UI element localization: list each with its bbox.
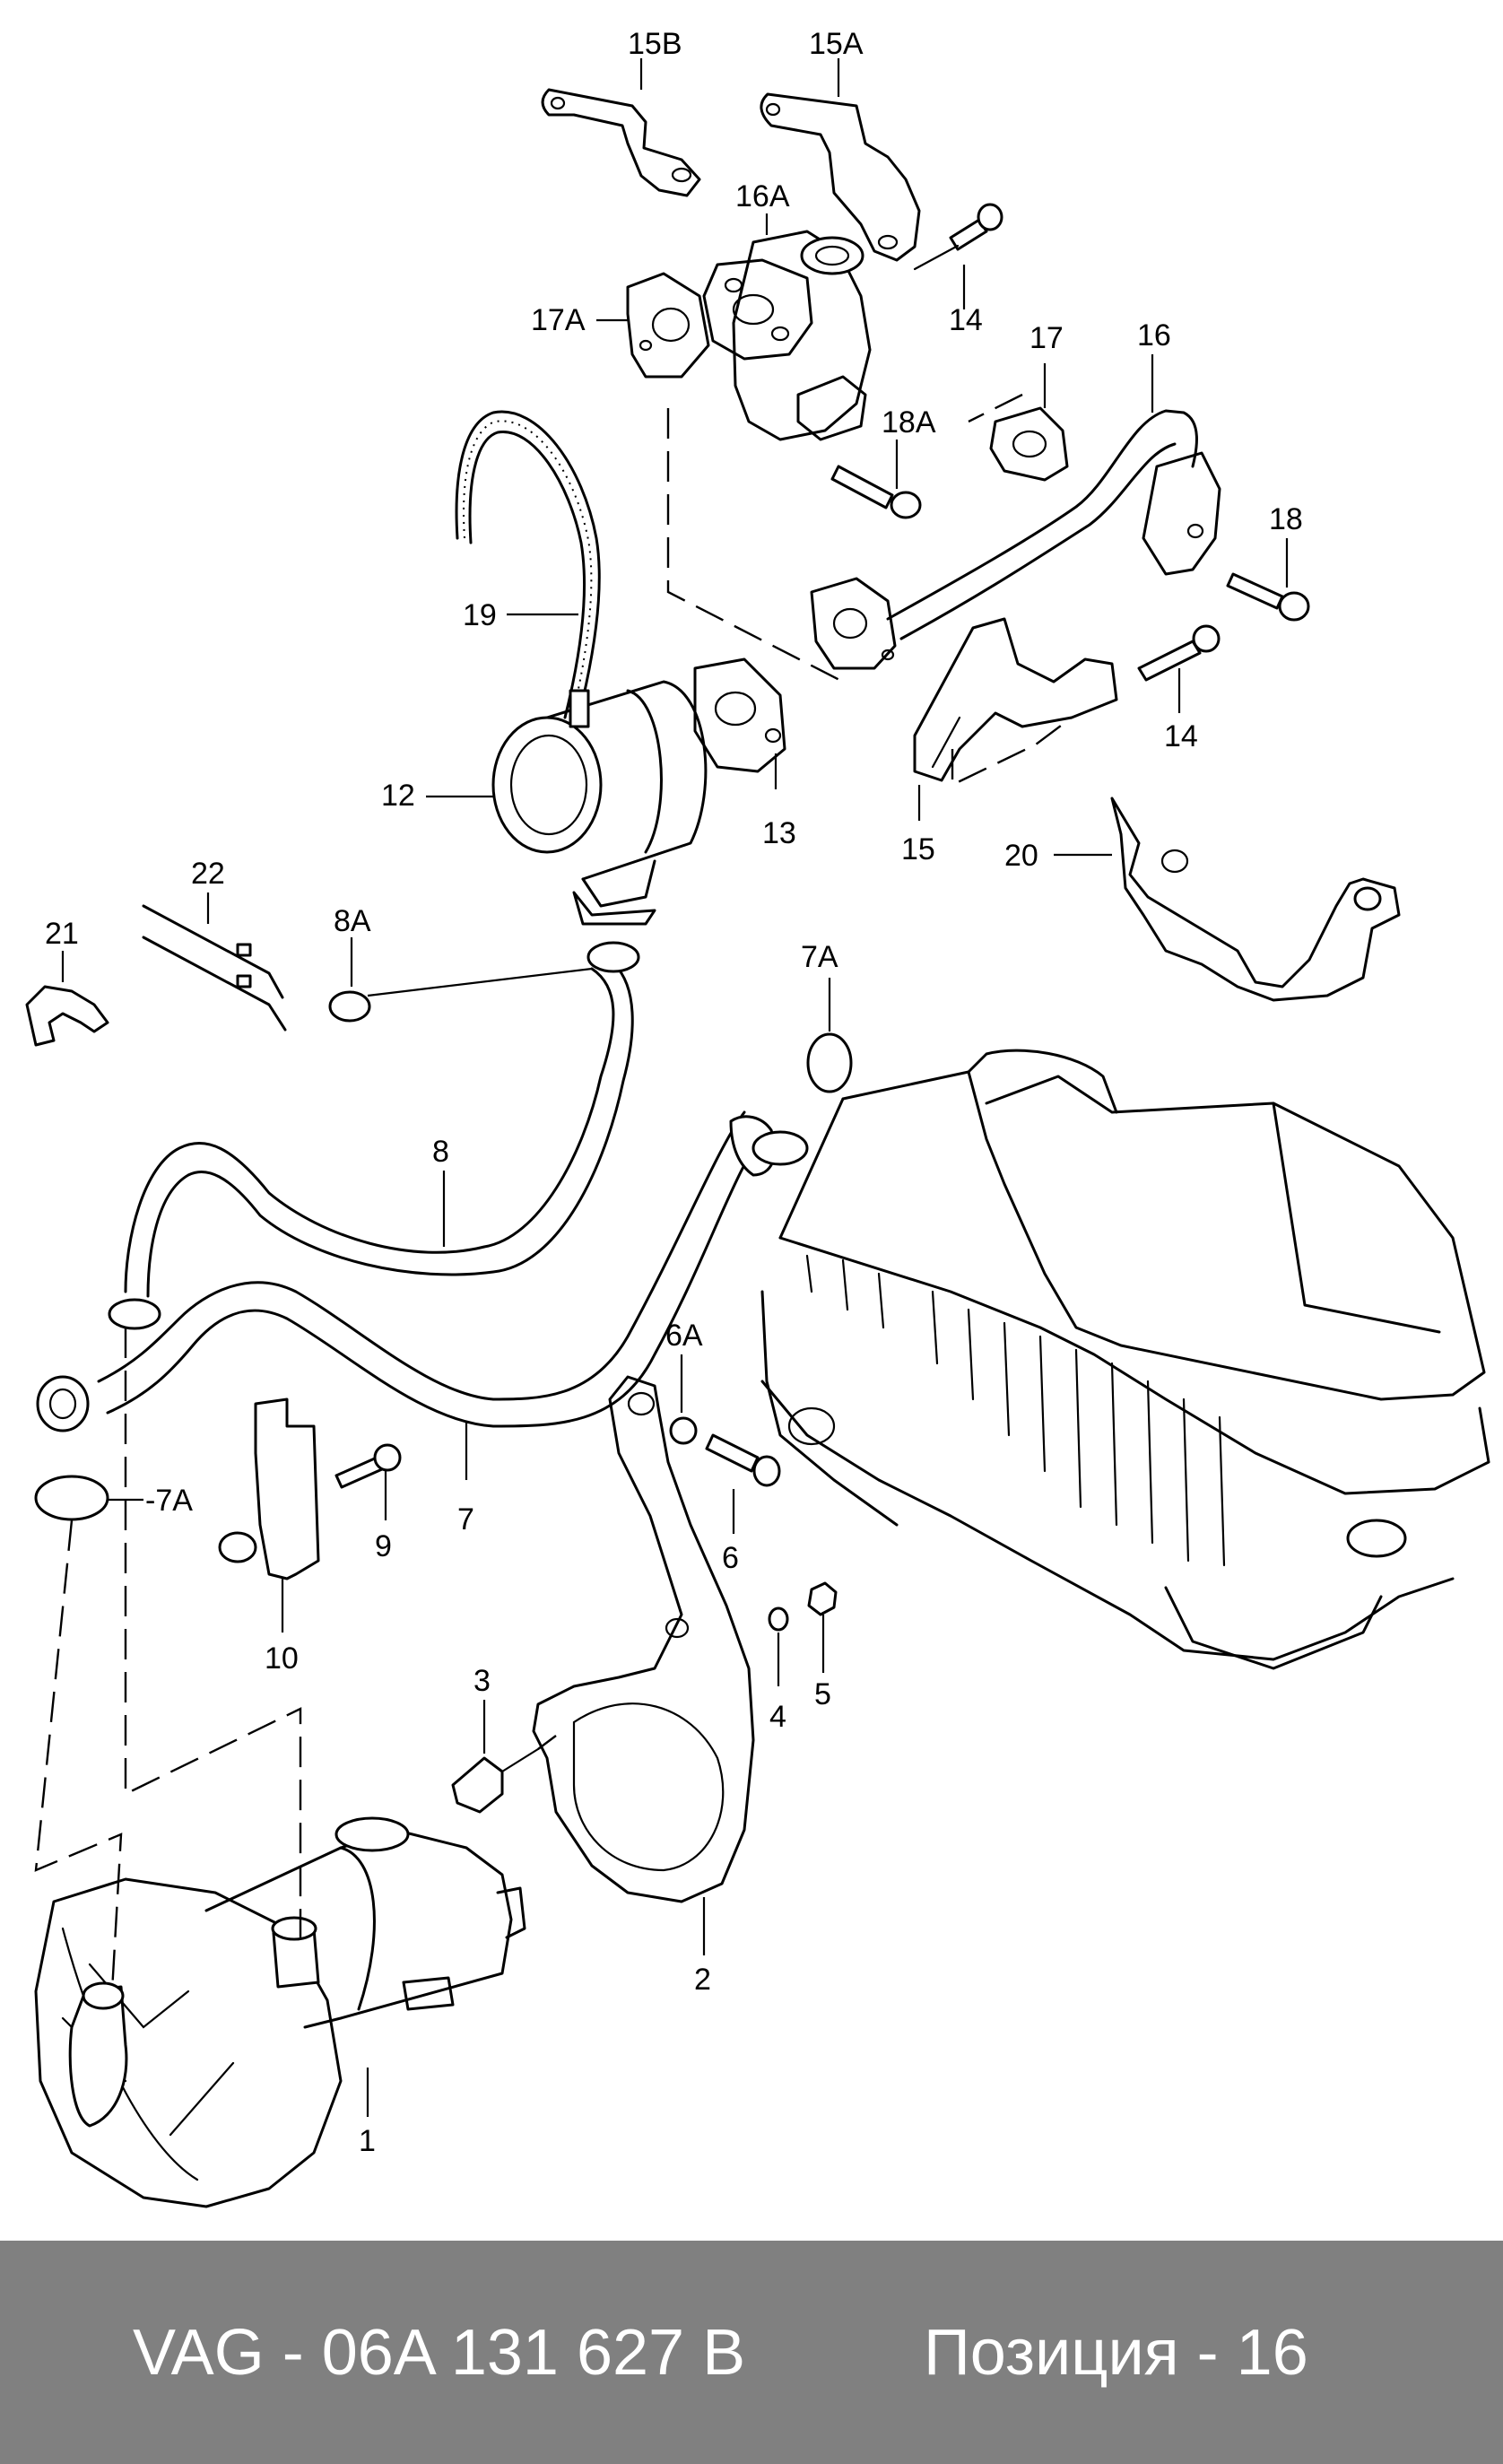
callout-6: 6 (722, 1541, 739, 1575)
bracket-20 (1110, 797, 1401, 1002)
bracket-15 (913, 617, 1118, 782)
callout-4: 4 (769, 1700, 786, 1734)
callout-5: 5 (814, 1677, 831, 1711)
secondary-air-pump-1 (34, 1816, 526, 2208)
bolt-18 (1226, 572, 1310, 622)
caption-bar: VAG - 06A 131 627 B Позиция - 16 (0, 2241, 1503, 2464)
assembly-lines (34, 393, 1073, 1992)
callout-14-mid: 14 (1164, 719, 1198, 753)
callout-21: 21 (45, 917, 79, 951)
callout-16a: 16A (735, 179, 790, 213)
callout-16: 16 (1137, 318, 1171, 353)
combination-valve-16a (702, 230, 872, 441)
gasket-13 (693, 657, 786, 773)
temperature-sender-3 (451, 1747, 540, 1814)
o-ring-7a-left (34, 1475, 109, 1521)
connecting-pipe-16 (810, 409, 1221, 670)
o-ring-7a-top (806, 1032, 853, 1093)
callout-8a: 8A (334, 904, 371, 938)
nut-5 (807, 1581, 838, 1616)
part-number: VAG - 06A 131 627 B (133, 2316, 746, 2389)
callout-15a: 15A (809, 27, 864, 61)
callout-8: 8 (432, 1135, 449, 1169)
gasket-17 (989, 406, 1069, 482)
position-label: Позиция - 16 (924, 2316, 1308, 2389)
bracket-2 (532, 1375, 755, 1903)
callout-1: 1 (359, 2124, 376, 2158)
callout-7a-top: 7A (801, 940, 838, 974)
callout-6a: 6A (665, 1319, 703, 1353)
pressure-hose-8 (108, 941, 640, 1330)
callout-18: 18 (1269, 502, 1303, 536)
washer-6a (669, 1416, 698, 1445)
washer-4 (768, 1606, 789, 1632)
o-ring-8a (328, 990, 371, 1023)
air-filter-housing (752, 1049, 1490, 1670)
callout-17: 17 (1030, 321, 1064, 355)
vacuum-hose-19 (455, 410, 601, 719)
leader-lines (61, 58, 1289, 2117)
callout-15: 15 (901, 832, 935, 866)
bolt-18a (830, 465, 922, 519)
callout-10: 10 (265, 1641, 299, 1676)
callout-17a: 17A (531, 303, 586, 337)
bracket-10 (218, 1397, 320, 1580)
bolt-14-top (913, 203, 1003, 271)
gasket-17a (626, 272, 710, 379)
bracket-15b (541, 88, 701, 197)
callout-2: 2 (694, 1963, 711, 1997)
callout-12: 12 (381, 779, 415, 813)
callout-3: 3 (473, 1664, 491, 1698)
bolt-9 (334, 1443, 402, 1489)
secondary-air-valve-12 (491, 680, 708, 926)
callout-14-top: 14 (949, 303, 983, 337)
bracket-15a (760, 92, 921, 262)
bolt-6 (705, 1433, 781, 1487)
clip-21 (25, 985, 109, 1047)
callout-18a: 18A (882, 405, 936, 440)
callout-7a-left: -7A (145, 1484, 193, 1518)
bolt-14-mid (1137, 624, 1221, 682)
callout-9: 9 (375, 1529, 392, 1563)
cable-tie-22 (142, 904, 287, 1032)
callout-15b: 15B (628, 27, 682, 61)
callout-19: 19 (463, 598, 497, 632)
callout-7: 7 (457, 1502, 474, 1537)
callout-20: 20 (1004, 839, 1038, 873)
parts-diagram: 15B 15A 16A 17A 14 17 16 18A 18 19 14 12… (25, 27, 1490, 2208)
callout-13: 13 (762, 816, 796, 850)
callout-22: 22 (191, 857, 225, 891)
